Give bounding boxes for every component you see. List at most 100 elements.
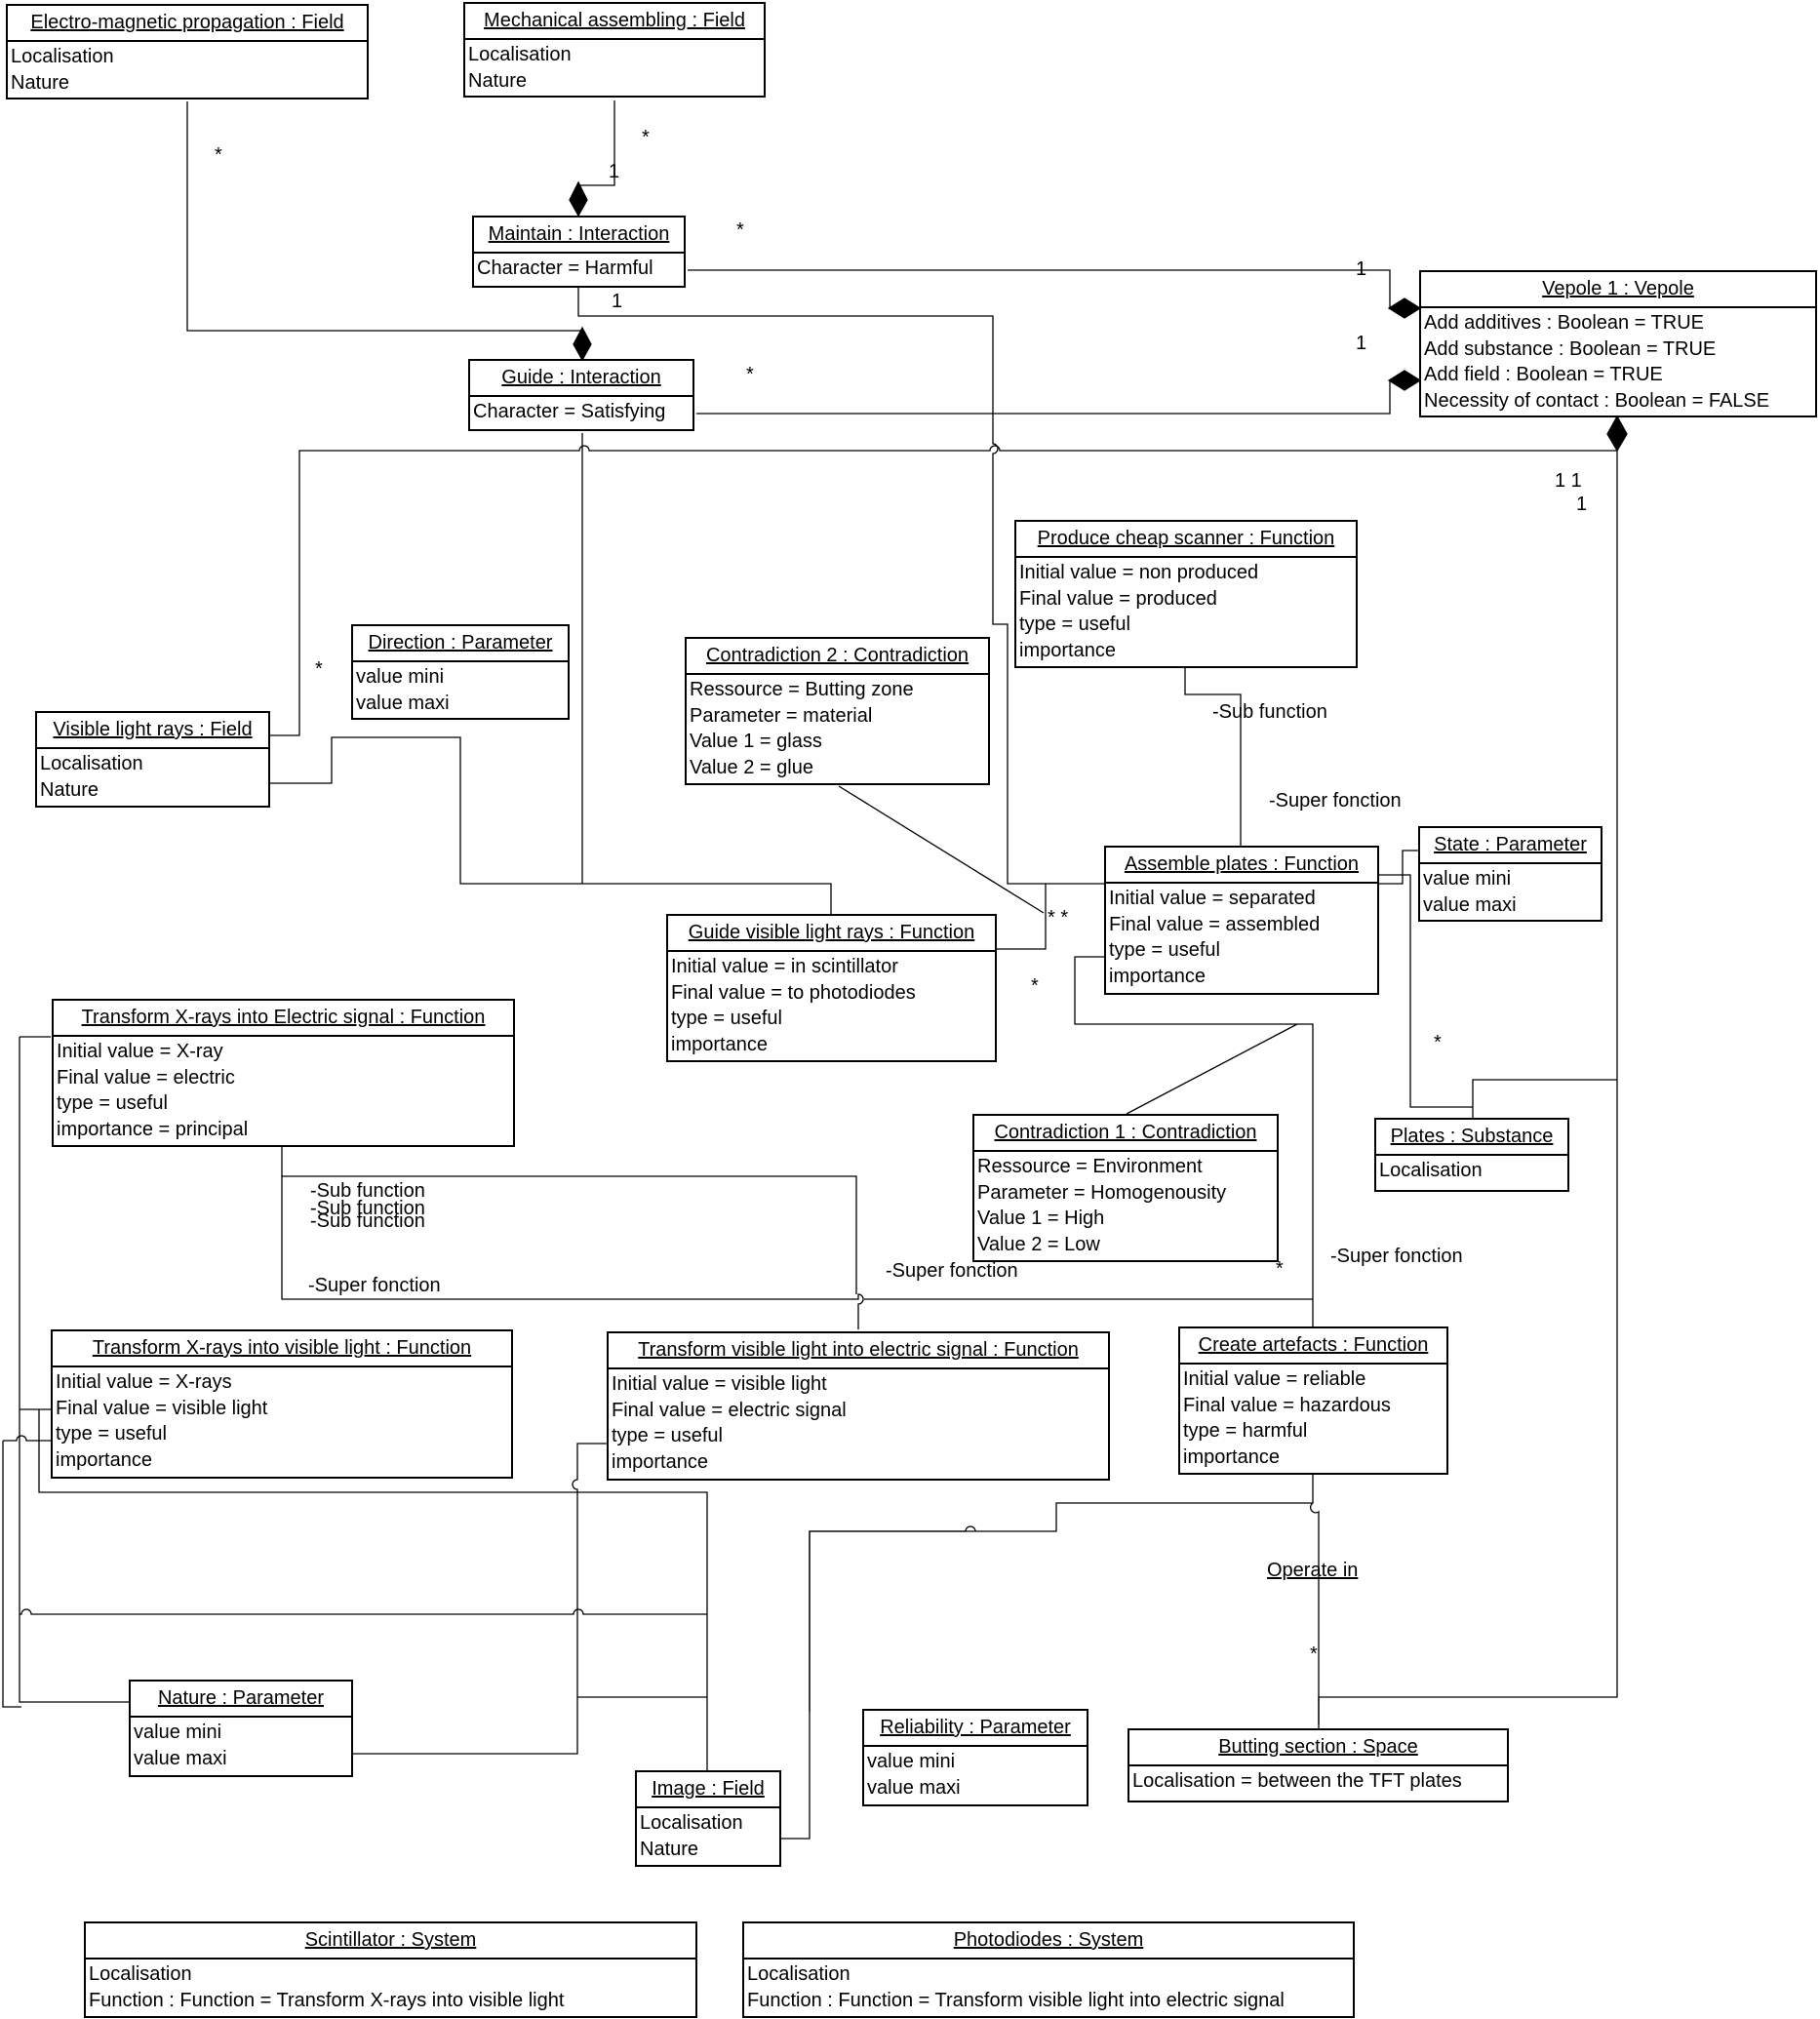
object-photodiodes-system[interactable]: Photodiodes : System Localisation Functi… (742, 1921, 1355, 2018)
link-left-a (19, 1037, 129, 1703)
object-reliability-parameter[interactable]: Reliability : Parameter value mini value… (862, 1709, 1088, 1806)
multiplicity-label: * (736, 219, 744, 241)
object-transform-xray-visible-function[interactable]: Transform X-rays into visible light : Fu… (51, 1329, 513, 1479)
attr-importance: importance (612, 1450, 708, 1473)
object-nature-parameter[interactable]: Nature : Parameter value mini value maxi (129, 1680, 353, 1777)
object-produce-cheap-scanner-function[interactable]: Produce cheap scanner : Function Initial… (1014, 520, 1358, 668)
attr-final-value: Final value = produced (1019, 587, 1217, 610)
object-em-propagation-field[interactable]: Electro-magnetic propagation : Field Loc… (6, 4, 369, 99)
attr-importance: importance (1019, 639, 1116, 661)
object-title: Photodiodes : System (744, 1923, 1353, 1960)
object-butting-section-space[interactable]: Butting section : Space Localisation = b… (1128, 1728, 1509, 1802)
object-contradiction-1[interactable]: Contradiction 1 : Contradiction Ressourc… (972, 1114, 1279, 1262)
diamond-guide-top (573, 326, 592, 362)
object-title: Visible light rays : Field (37, 713, 268, 749)
object-image-field[interactable]: Image : Field Localisation Nature (635, 1770, 781, 1867)
attr-necessity-contact: Necessity of contact : Boolean = FALSE (1424, 389, 1770, 412)
attr-parameter: Parameter = Homogenousity (977, 1181, 1227, 1204)
attr-value-2: Value 2 = Low (977, 1233, 1100, 1255)
attr-localisation: Localisation (747, 1963, 851, 1985)
link-assemble-state (1379, 850, 1418, 885)
diamond-vepole-a (1387, 297, 1422, 319)
attr-parameter: Parameter = material (690, 704, 873, 727)
attr-value-maxi: value maxi (134, 1747, 227, 1769)
object-title: Guide : Interaction (470, 361, 692, 397)
link-artefacts-reliability (809, 1502, 1313, 1712)
object-title: Image : Field (637, 1772, 779, 1808)
attr-function: Function : Function = Transform X-rays i… (89, 1989, 565, 2011)
link-guide-vepole (696, 379, 1419, 415)
object-assemble-plates-function[interactable]: Assemble plates : Function Initial value… (1104, 846, 1379, 995)
attr-importance: importance = principal (57, 1118, 249, 1140)
object-vepole[interactable]: Vepole 1 : Vepole Add additives : Boolea… (1419, 270, 1817, 417)
object-title: Transform X-rays into visible light : Fu… (53, 1331, 511, 1367)
attr-final-value: Final value = assembled (1109, 913, 1321, 935)
attr-localisation: Localisation (11, 46, 114, 67)
role-label: -Super fonction (1330, 1246, 1463, 1267)
object-transform-xray-electric-function[interactable]: Transform X-rays into Electric signal : … (52, 999, 515, 1147)
object-state-parameter[interactable]: State : Parameter value mini value maxi (1418, 826, 1602, 922)
attr-character: Character = Harmful (477, 257, 653, 279)
multiplicity-label: * (315, 658, 323, 680)
multiplicity-label: * * (1048, 907, 1069, 929)
object-guide-interaction[interactable]: Guide : Interaction Character = Satisfyi… (468, 359, 694, 431)
object-title: Transform visible light into electric si… (609, 1333, 1108, 1369)
link-contra2-guide-rays (838, 785, 1045, 914)
multiplicity-label: * (1031, 975, 1039, 997)
link-vepole-plates (1472, 1079, 1617, 1118)
attr-type: type = useful (56, 1423, 167, 1445)
object-scintillator-system[interactable]: Scintillator : System Localisation Funct… (84, 1921, 697, 2018)
object-title: Transform X-rays into Electric signal : … (54, 1001, 513, 1037)
attr-importance: importance (1109, 965, 1206, 987)
object-title: Contradiction 1 : Contradiction (974, 1116, 1277, 1152)
link-visible-direction (270, 736, 832, 917)
role-label: -Sub function (310, 1210, 425, 1232)
link-left-d (3, 1435, 51, 1442)
link-contra1 (1126, 1023, 1298, 1115)
object-title: Produce cheap scanner : Function (1016, 522, 1356, 558)
attr-value-2: Value 2 = glue (690, 756, 813, 778)
object-visible-light-rays-field[interactable]: Visible light rays : Field Localisation … (35, 711, 270, 808)
attr-value-maxi: value maxi (1423, 893, 1517, 916)
multiplicity-label: 1 (612, 291, 623, 312)
attr-importance: importance (671, 1033, 768, 1055)
attr-ressource: Ressource = Environment (977, 1156, 1203, 1177)
attr-nature: Nature (640, 1838, 699, 1860)
attr-value-maxi: value maxi (356, 692, 450, 714)
multiplicity-label: * (642, 127, 650, 148)
attr-value-mini: value mini (134, 1722, 222, 1743)
object-title: Butting section : Space (1129, 1730, 1507, 1766)
multiplicity-label: 1 (1576, 494, 1588, 515)
link-left-c (2, 1441, 21, 1708)
attr-importance: importance (56, 1448, 152, 1471)
attr-initial-value: Initial value = in scintillator (671, 956, 898, 977)
object-title: Assemble plates : Function (1106, 848, 1377, 884)
attr-initial-value: Initial value = non produced (1019, 562, 1259, 583)
object-transform-visible-electric-function[interactable]: Transform visible light into electric si… (607, 1331, 1110, 1481)
link-artefacts-butting (1309, 1475, 1320, 1728)
object-direction-parameter[interactable]: Direction : Parameter value mini value m… (351, 624, 570, 720)
object-create-artefacts-function[interactable]: Create artefacts : Function Initial valu… (1178, 1326, 1448, 1475)
multiplicity-label: 1 (1356, 333, 1367, 354)
object-maintain-interaction[interactable]: Maintain : Interaction Character = Harmf… (472, 216, 686, 288)
attr-type: type = useful (1019, 614, 1130, 635)
object-plates-substance[interactable]: Plates : Substance Localisation (1374, 1118, 1569, 1192)
attr-localisation: Localisation (89, 1963, 192, 1985)
attr-value-maxi: value maxi (867, 1776, 961, 1799)
object-contradiction-2[interactable]: Contradiction 2 : Contradiction Ressourc… (685, 637, 990, 785)
attr-value-mini: value mini (867, 1751, 956, 1772)
attr-localisation: Localisation (1379, 1160, 1483, 1181)
role-label: -Sub function (310, 1180, 425, 1202)
link-left-e (38, 1409, 708, 1801)
attr-localisation: Localisation (640, 1812, 743, 1834)
link-left-f (20, 1608, 707, 1615)
object-mech-assembling-field[interactable]: Mechanical assembling : Field Localisati… (463, 2, 766, 98)
object-title: Mechanical assembling : Field (465, 4, 764, 40)
attr-function: Function : Function = Transform visible … (747, 1989, 1285, 2011)
role-label: -Sub function (310, 1198, 425, 1219)
multiplicity-label: * (1310, 1643, 1318, 1665)
attr-nature: Nature (11, 71, 70, 94)
object-guide-visible-light-rays-function[interactable]: Guide visible light rays : Function Init… (666, 914, 997, 1062)
